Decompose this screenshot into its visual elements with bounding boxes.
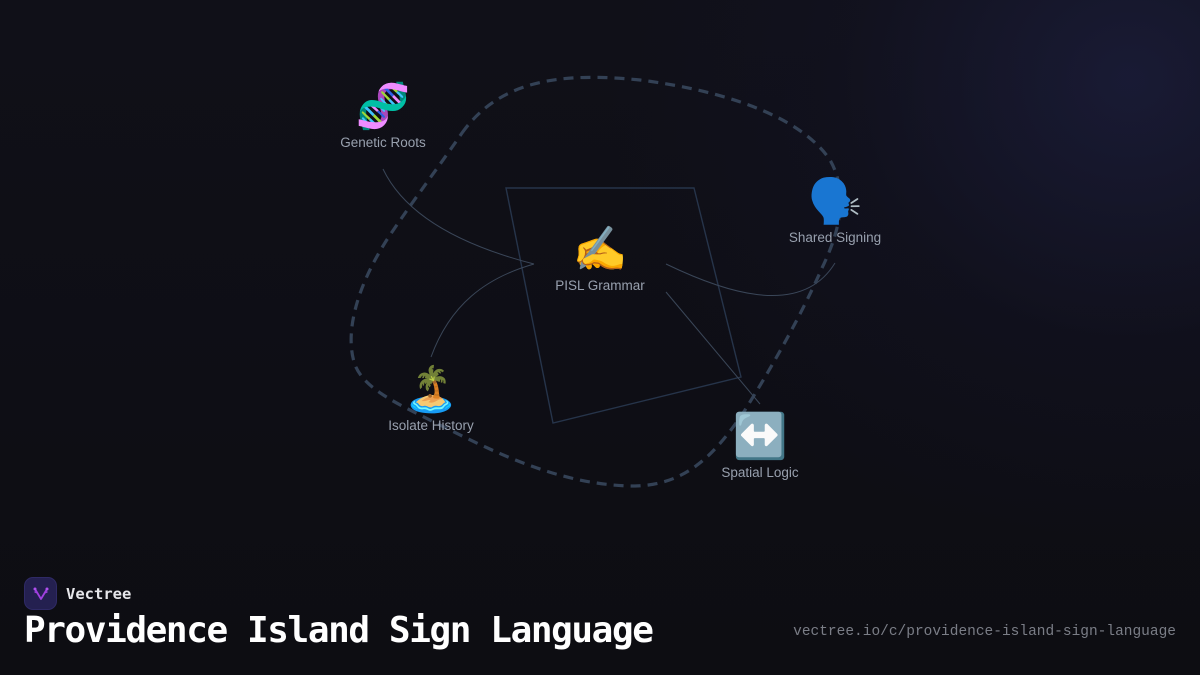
left-right-arrow-icon: ↔️: [732, 412, 788, 461]
page-url[interactable]: vectree.io/c/providence-island-sign-lang…: [793, 624, 1176, 640]
edge-pisl-grammar-to-shared-signing: [665, 262, 836, 296]
speaking-head-icon: 🗣️: [807, 177, 863, 226]
node-label: Spatial Logic: [721, 465, 799, 480]
edge-isolate-history-to-pisl-grammar: [430, 263, 535, 358]
node-spatial-logic[interactable]: ↔️ Spatial Logic: [721, 412, 798, 480]
node-label: PISL Grammar: [555, 278, 645, 293]
node-shared-signing[interactable]: 🗣️ Shared Signing: [789, 177, 881, 245]
brand-name: Vectree: [66, 584, 132, 603]
edge-pisl-grammar-to-spatial-logic: [665, 291, 761, 405]
node-label: Isolate History: [388, 418, 474, 433]
node-pisl-grammar[interactable]: ✍️ PISL Grammar: [555, 225, 645, 293]
node-label: Genetic Roots: [340, 135, 426, 150]
center-frame: [505, 187, 742, 424]
brand[interactable]: Vectree: [24, 577, 131, 610]
vectree-logo: [24, 577, 57, 610]
edge-genetic-roots-to-pisl-grammar: [382, 168, 535, 265]
page-title: Providence Island Sign Language: [24, 610, 654, 651]
node-label: Shared Signing: [788, 230, 882, 245]
writing-hand-icon: ✍️: [572, 225, 628, 274]
vectree-fork-icon: [33, 587, 48, 600]
dna-icon: 🧬: [355, 82, 411, 131]
desert-island-icon: 🏝️: [403, 365, 459, 414]
dashed-cluster-outline: [349, 75, 843, 488]
node-isolate-history[interactable]: 🏝️ Isolate History: [388, 365, 474, 433]
node-genetic-roots[interactable]: 🧬 Genetic Roots: [340, 82, 426, 150]
